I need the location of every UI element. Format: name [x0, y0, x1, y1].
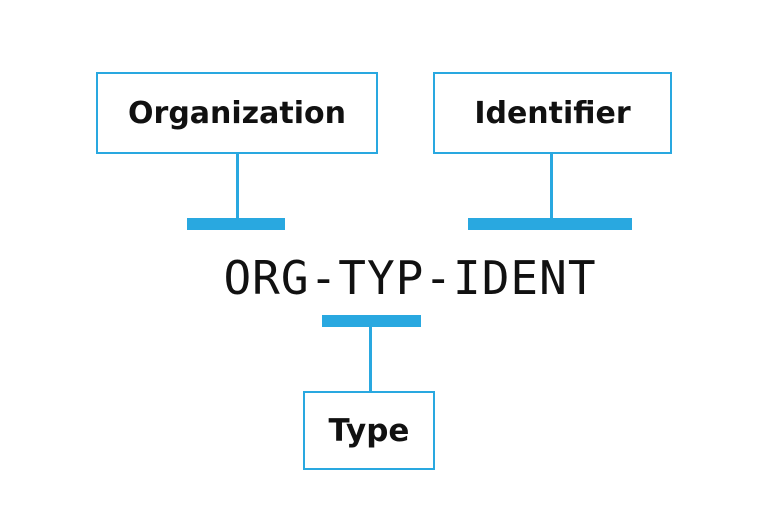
identifier-segment-bar: [468, 218, 632, 230]
type-segment-bar: [322, 315, 421, 327]
type-label-box: Type: [303, 391, 435, 470]
identifier-label: Identifier: [474, 95, 631, 131]
identifier-connector-line: [550, 154, 553, 218]
type-label: Type: [328, 412, 410, 449]
identifier-label-box: Identifier: [433, 72, 672, 154]
organization-connector-line: [236, 154, 239, 218]
organization-segment-bar: [187, 218, 285, 230]
organization-label: Organization: [128, 95, 346, 131]
organization-label-box: Organization: [96, 72, 378, 154]
code-string: ORG-TYP-IDENT: [223, 251, 597, 305]
type-connector-line: [369, 327, 372, 391]
